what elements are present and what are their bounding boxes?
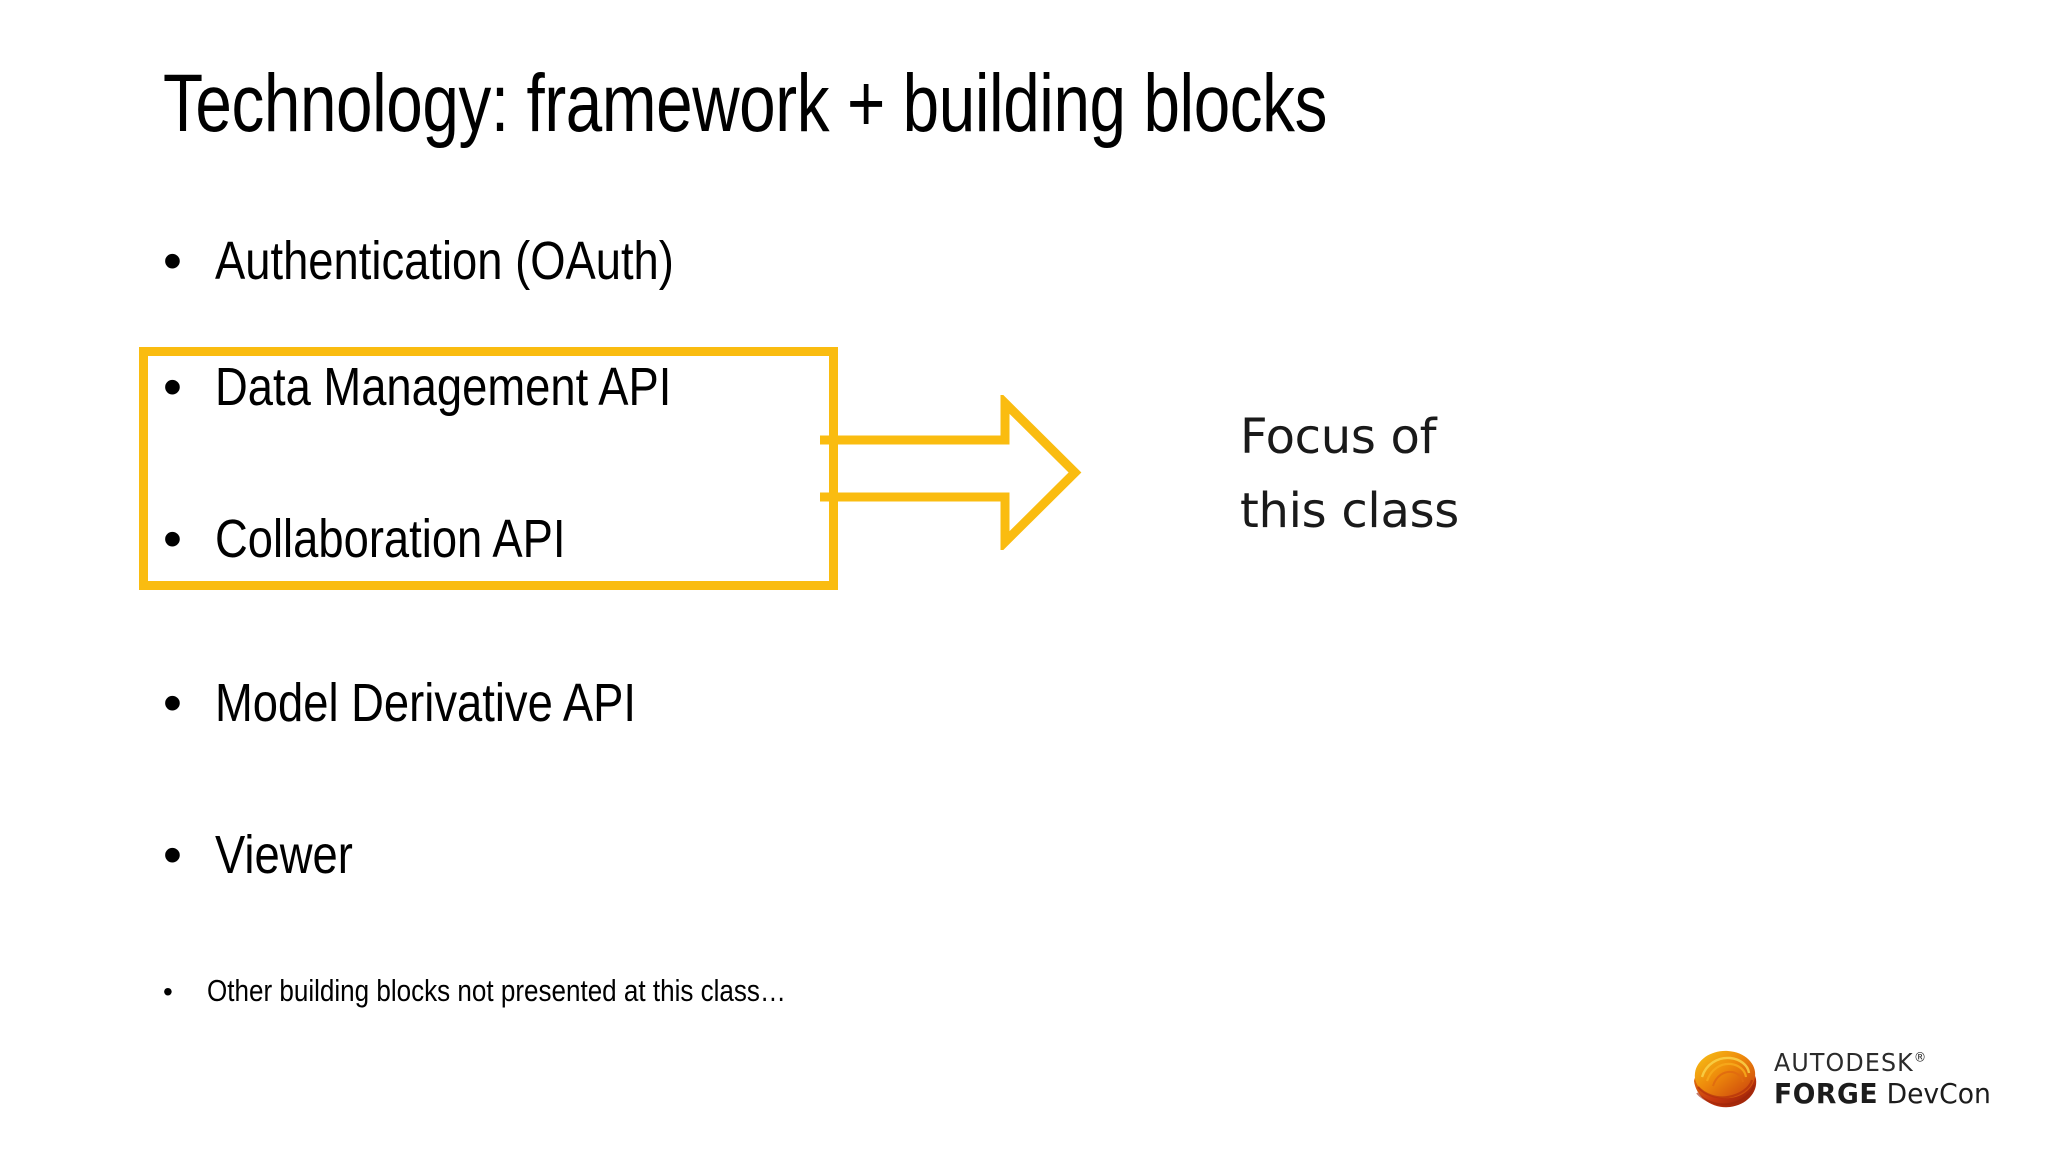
bullet-dot-icon: • xyxy=(163,673,182,733)
bullet-label: Data Management API xyxy=(215,357,672,417)
logo-wordmark: AUTODESK® FORGE DevCon xyxy=(1774,1050,2002,1108)
bullet-label: Other building blocks not presented at t… xyxy=(207,973,786,1008)
bullet-item-authentication: • Authentication (OAuth) xyxy=(163,234,761,288)
page-title: Technology: framework + building blocks xyxy=(163,58,1327,149)
bullet-item-viewer: • Viewer xyxy=(163,828,379,882)
callout-line-1: Focus of xyxy=(1240,409,1437,465)
bullet-item-collaboration: • Collaboration API xyxy=(163,512,632,566)
callout-text: Focus of this class xyxy=(1240,400,1560,548)
bullet-dot-icon: • xyxy=(163,976,173,1007)
highlight-box xyxy=(139,347,838,590)
logo-event-label: DevCon xyxy=(1878,1077,1991,1110)
bullet-item-model-derivative: • Model Derivative API xyxy=(163,676,716,730)
logo-product-text: FORGE DevCon xyxy=(1774,1080,1991,1108)
logo-brand-label: AUTODESK xyxy=(1774,1048,1914,1077)
bullet-label: Authentication (OAuth) xyxy=(215,231,674,291)
bullet-dot-icon: • xyxy=(163,825,182,885)
bullet-item-other-building-blocks: • Other building blocks not presented at… xyxy=(163,975,896,1006)
callout-line-2: this class xyxy=(1240,483,1460,539)
autodesk-shell-mark-icon xyxy=(1694,1050,1757,1108)
bullet-label: Collaboration API xyxy=(215,509,566,569)
autodesk-forge-devcon-logo: AUTODESK® FORGE DevCon xyxy=(1690,1042,2008,1116)
logo-product-label: FORGE xyxy=(1774,1077,1879,1110)
bullet-dot-icon: • xyxy=(163,509,182,569)
right-arrow-icon xyxy=(820,395,1082,550)
bullet-dot-icon: • xyxy=(163,231,182,291)
bullet-label: Viewer xyxy=(215,825,353,885)
bullet-label: Model Derivative API xyxy=(215,673,637,733)
registered-trademark-icon: ® xyxy=(1913,1050,1928,1066)
logo-brand-text: AUTODESK® xyxy=(1774,1050,1991,1075)
bullet-dot-icon: • xyxy=(163,357,182,417)
bullet-item-data-management: • Data Management API xyxy=(163,360,758,414)
